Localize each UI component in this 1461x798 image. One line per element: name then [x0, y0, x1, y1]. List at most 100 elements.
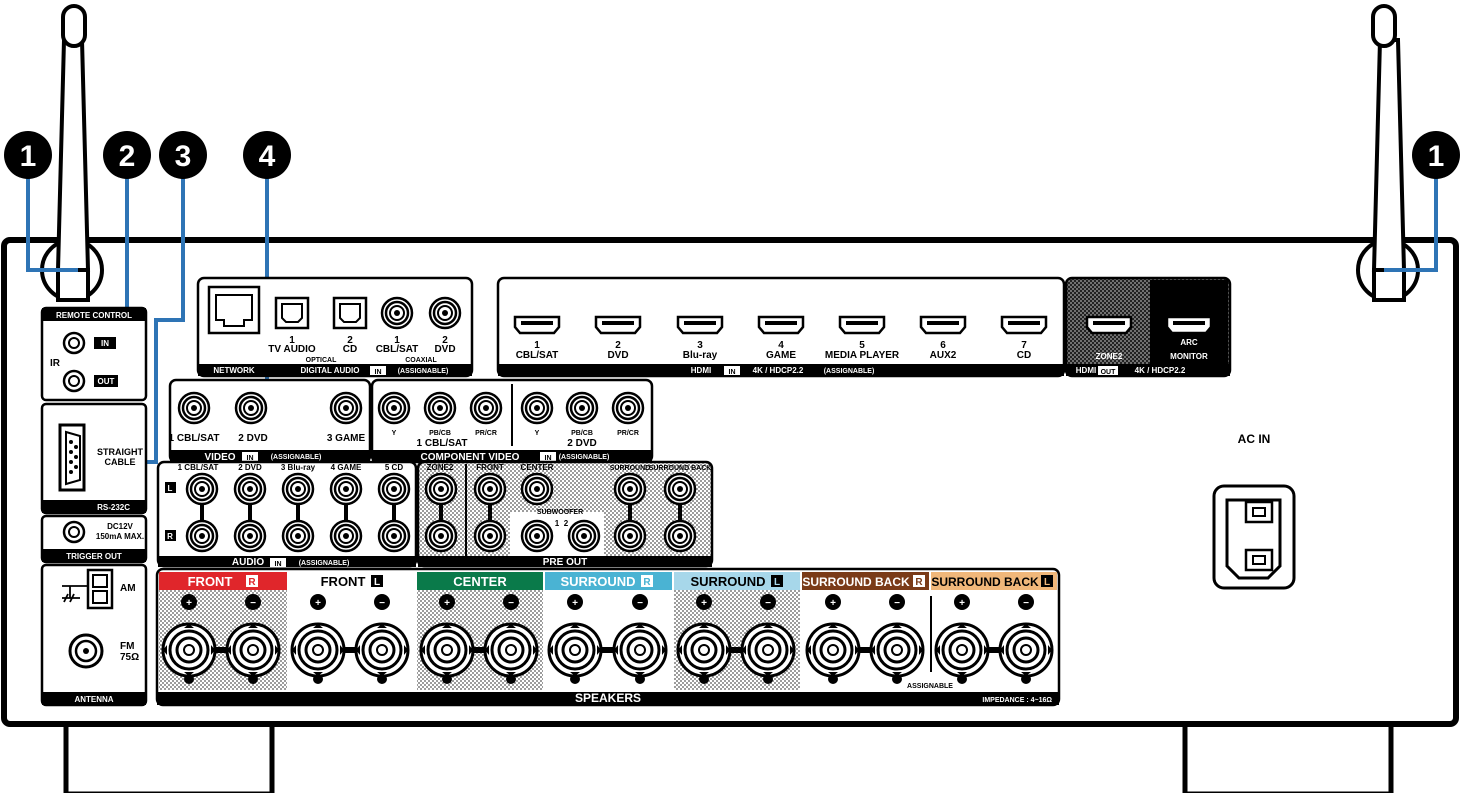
- component-2-pr-jack[interactable]: [611, 391, 645, 425]
- pre-out-surround-back-r-jack[interactable]: [663, 519, 697, 553]
- remote-control-section: REMOTE CONTROL IR IN OUT: [40, 306, 148, 402]
- hdmi-out-section: ZONE2 ARC MONITOR HDMI OUT 4K / HDCP2.2: [1064, 276, 1232, 378]
- am-label: AM: [120, 583, 136, 594]
- audio-in-1-r-jack[interactable]: [185, 519, 219, 553]
- hdmi-in-6-port[interactable]: [919, 315, 967, 335]
- optical-in-2-port[interactable]: [332, 296, 368, 330]
- speaker-surround-r-minus-terminal[interactable]: [612, 622, 668, 678]
- hdmi-in-6-label: AUX2: [930, 350, 957, 361]
- component-2-pb-jack[interactable]: [565, 391, 599, 425]
- pre-out-zone2-label: ZONE2: [427, 463, 454, 472]
- pre-out-surround-back-l-jack[interactable]: [663, 472, 697, 506]
- pre-out-front-l-jack[interactable]: [473, 472, 507, 506]
- audio-in-2-r-jack[interactable]: [233, 519, 267, 553]
- speaker-surround-back-r-minus-terminal[interactable]: [869, 622, 925, 678]
- speaker-surround-l-plus-terminal[interactable]: [676, 622, 732, 678]
- speaker-surround-back-r-plus-terminal[interactable]: [805, 622, 861, 678]
- pre-out-center-jack[interactable]: [520, 472, 554, 506]
- foot-left: [63, 721, 275, 797]
- video-in-1-label: 1 CBL/SAT: [169, 433, 220, 444]
- audio-in-4-r-jack[interactable]: [329, 519, 363, 553]
- svg-text:R: R: [915, 577, 923, 588]
- fm-antenna-jack[interactable]: [68, 633, 104, 669]
- hdmi-out-title: HDMI: [1076, 366, 1096, 375]
- trigger-spec-voltage: DC12V: [107, 522, 133, 531]
- audio-in-5-r-jack[interactable]: [377, 519, 411, 553]
- speaker-surround-l-minus-terminal[interactable]: [740, 622, 796, 678]
- coaxial-in-2-jack[interactable]: [428, 296, 462, 330]
- video-in-2-label: 2 DVD: [238, 433, 267, 444]
- audio-in-5-label: 5 CD: [385, 463, 403, 472]
- speaker-front-r-label: FRONT: [188, 574, 233, 589]
- pre-out-center-label: CENTER: [521, 463, 554, 472]
- hdmi-out-zone2-port[interactable]: [1085, 315, 1133, 335]
- pre-out-subwoofer-1-jack[interactable]: [520, 519, 554, 553]
- rs232c-port[interactable]: [58, 423, 86, 492]
- trigger-out-jack[interactable]: [62, 520, 86, 544]
- coaxial-in-1-jack[interactable]: [380, 296, 414, 330]
- speakers-title: SPEAKERS: [575, 691, 641, 705]
- hdmi-in-1-port[interactable]: [513, 315, 561, 335]
- component-1-y-jack[interactable]: [377, 391, 411, 425]
- audio-in-1-l-jack[interactable]: [185, 472, 219, 506]
- audio-in-4-label: 4 GAME: [331, 463, 362, 472]
- pre-out-front-r-jack[interactable]: [473, 519, 507, 553]
- video-in-2-jack[interactable]: [234, 391, 268, 425]
- pre-out-surround-r-jack[interactable]: [613, 519, 647, 553]
- pre-out-zone2-l-jack[interactable]: [424, 472, 458, 506]
- svg-text:−: −: [894, 598, 900, 609]
- component-2-y-jack[interactable]: [520, 391, 554, 425]
- svg-text:3: 3: [697, 340, 703, 351]
- component-1-pb-jack[interactable]: [423, 391, 457, 425]
- component-1-pr-jack[interactable]: [469, 391, 503, 425]
- network-port[interactable]: [207, 285, 261, 335]
- ac-in-label: AC IN: [1238, 432, 1271, 446]
- video-in-1-jack[interactable]: [177, 391, 211, 425]
- hdmi-in-7-port[interactable]: [1000, 315, 1048, 335]
- hdmi-in-5-port[interactable]: [838, 315, 886, 335]
- hdmi-in-5-label: MEDIA PLAYER: [825, 350, 900, 361]
- hdmi-in-7-label: CD: [1017, 350, 1031, 361]
- speaker-front-l-minus-terminal[interactable]: [354, 622, 410, 678]
- hdmi-in-3-port[interactable]: [676, 315, 724, 335]
- audio-l-badge: L: [168, 484, 173, 493]
- pre-out-subwoofer-2-jack[interactable]: [567, 519, 601, 553]
- pre-out-subwoofer-label: SUBWOOFER: [537, 509, 583, 516]
- audio-in-3-l-jack[interactable]: [281, 472, 315, 506]
- am-antenna-terminal[interactable]: [62, 568, 114, 610]
- speaker-front-r-minus-terminal[interactable]: [225, 622, 281, 678]
- svg-text:IN: IN: [275, 561, 282, 568]
- ir-in-jack[interactable]: [62, 331, 86, 355]
- speaker-front-r-plus-terminal[interactable]: [161, 622, 217, 678]
- hdmi-in-4-port[interactable]: [757, 315, 805, 335]
- hdmi-in-2-label: DVD: [607, 350, 628, 361]
- pre-out-section: ZONE2 FRONT CENTER SURROUND SURROUND BAC…: [416, 460, 714, 568]
- wireless-antenna-left: [40, 4, 104, 302]
- svg-text:1: 1: [20, 140, 37, 173]
- hdmi-out-monitor-port[interactable]: [1165, 315, 1213, 335]
- speaker-surround-back-l-plus-terminal[interactable]: [934, 622, 990, 678]
- pre-out-surround-l-jack[interactable]: [613, 472, 647, 506]
- cable-label: CABLE: [105, 457, 136, 467]
- component-group-1-label: 1 CBL/SAT: [417, 438, 468, 449]
- video-in-3-jack[interactable]: [329, 391, 363, 425]
- speaker-surround-r-plus-terminal[interactable]: [547, 622, 603, 678]
- ac-inlet[interactable]: [1212, 484, 1296, 590]
- speaker-front-l-plus-terminal[interactable]: [290, 622, 346, 678]
- speaker-surround-back-l-minus-terminal[interactable]: [998, 622, 1054, 678]
- audio-in-4-l-jack[interactable]: [329, 472, 363, 506]
- hdmi-in-spec: 4K / HDCP2.2: [753, 366, 804, 375]
- svg-text:+: +: [830, 598, 836, 609]
- optical-in-1-port[interactable]: [274, 296, 310, 330]
- audio-in-5-l-jack[interactable]: [377, 472, 411, 506]
- audio-in-3-r-jack[interactable]: [281, 519, 315, 553]
- speaker-center-minus-terminal[interactable]: [483, 622, 539, 678]
- pre-out-zone2-r-jack[interactable]: [424, 519, 458, 553]
- ir-out-jack[interactable]: [62, 369, 86, 393]
- optical-2-num: 2: [347, 335, 353, 346]
- svg-text:−: −: [637, 598, 643, 609]
- audio-in-2-l-jack[interactable]: [233, 472, 267, 506]
- hdmi-in-2-port[interactable]: [594, 315, 642, 335]
- svg-text:(ASSIGNABLE): (ASSIGNABLE): [299, 560, 350, 567]
- speaker-center-plus-terminal[interactable]: [419, 622, 475, 678]
